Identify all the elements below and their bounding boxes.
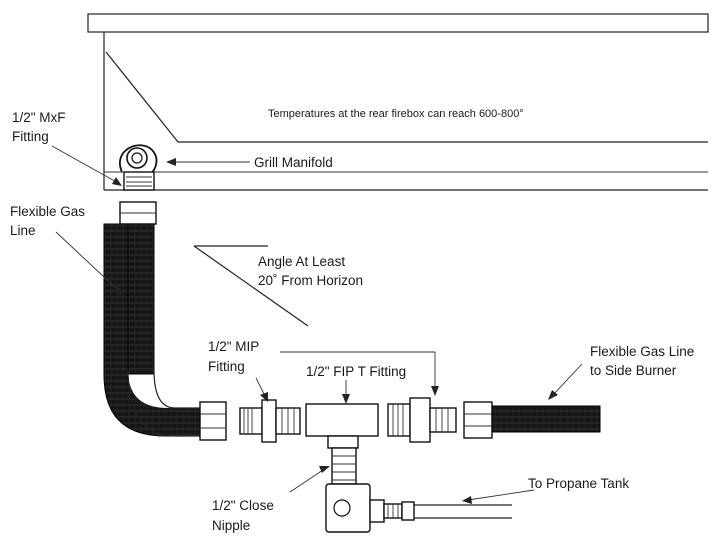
flexible-gas-line-bend-outline: [127, 369, 200, 437]
close-nipple-label-line1: 1/2" Close: [212, 498, 274, 513]
side-burner-hose: [491, 405, 601, 433]
mip-fitting: [239, 399, 301, 443]
side-burner-fitting: [387, 397, 493, 443]
propane-tank-line: [414, 504, 512, 519]
close-nipple-label-line2: Nipple: [212, 518, 250, 533]
mxf-fitting-label-line1: 1/2" MxF: [12, 110, 66, 125]
hose-end-nut: [199, 401, 227, 441]
side-burner-label-line1: Flexible Gas Line: [590, 344, 694, 359]
fip-t-fitting: [305, 403, 379, 449]
mip-fitting-label-line2: Fitting: [208, 359, 245, 374]
mxf-fitting-label-line2: Fitting: [12, 129, 49, 144]
fip-t-fitting-label: 1/2" FIP T Fitting: [306, 364, 406, 379]
angle-label-line2: 20˚ From Horizon: [258, 273, 363, 288]
mxf-fitting: [119, 171, 157, 225]
angle-indicator: [193, 245, 309, 327]
grill-body: [87, 13, 709, 191]
grill-manifold: [119, 144, 158, 175]
close-nipple: [331, 447, 357, 485]
propane-tank-label: To Propane Tank: [528, 476, 629, 491]
temperature-note: Temperatures at the rear firebox can rea…: [268, 108, 524, 120]
flexible-gas-line-label-line1: Flexible Gas: [10, 204, 85, 219]
propane-elbow-fitting: [325, 483, 415, 533]
leader-lines: [51, 145, 583, 504]
angle-label-line1: Angle At Least: [258, 254, 345, 269]
grill-manifold-label: Grill Manifold: [254, 155, 333, 170]
mip-fitting-label-line1: 1/2" MIP: [208, 339, 259, 354]
flexible-gas-line-bend: [128, 370, 200, 436]
flexible-gas-line-label-line2: Line: [10, 223, 36, 238]
side-burner-label-line2: to Side Burner: [590, 363, 677, 378]
flexible-gas-line-body: [127, 223, 155, 375]
